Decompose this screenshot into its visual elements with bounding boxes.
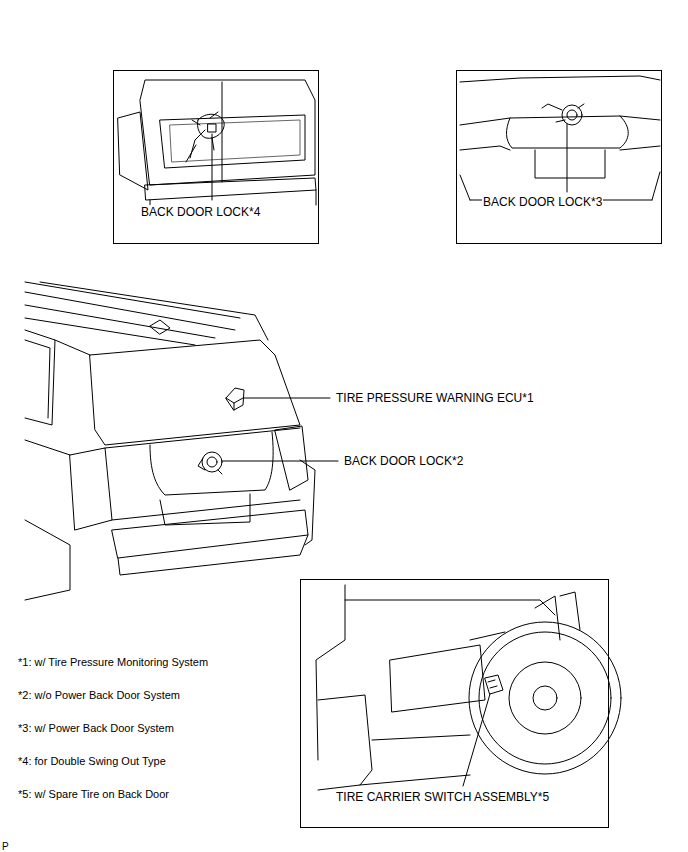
leader-line <box>222 461 338 462</box>
part-label: BACK DOOR LOCK*2 <box>343 454 464 468</box>
leader-line <box>212 134 213 200</box>
footnote: *5: w/ Spare Tire on Back Door <box>17 787 170 801</box>
part-label: TIRE PRESSURE WARNING ECU*1 <box>335 391 535 405</box>
page-mark: P <box>1 840 10 852</box>
footnote: *1: w/ Tire Pressure Monitoring System <box>17 655 209 669</box>
footnote: *3: w/ Power Back Door System <box>17 721 175 735</box>
spare-tire-view <box>316 585 621 790</box>
leader-line <box>463 694 490 786</box>
part-label: TIRE CARRIER SWITCH ASSEMBLY*5 <box>335 790 550 804</box>
part-label: BACK DOOR LOCK*3 <box>482 195 603 209</box>
footnote: *4: for Double Swing Out Type <box>17 754 167 768</box>
leader-line <box>244 398 330 399</box>
inset-frame: BACK DOOR LOCK*3 <box>456 70 662 244</box>
inset-frame: TIRE CARRIER SWITCH ASSEMBLY*5 <box>300 579 609 828</box>
vehicle-rear-view <box>25 282 315 600</box>
part-label: BACK DOOR LOCK*4 <box>140 205 261 219</box>
leader-line <box>567 124 568 192</box>
footnote: *2: w/o Power Back Door System <box>17 688 181 702</box>
power-back-door-view <box>460 76 660 200</box>
inset-frame: BACK DOOR LOCK*4 <box>113 70 319 244</box>
double-swing-door-view <box>118 80 316 215</box>
